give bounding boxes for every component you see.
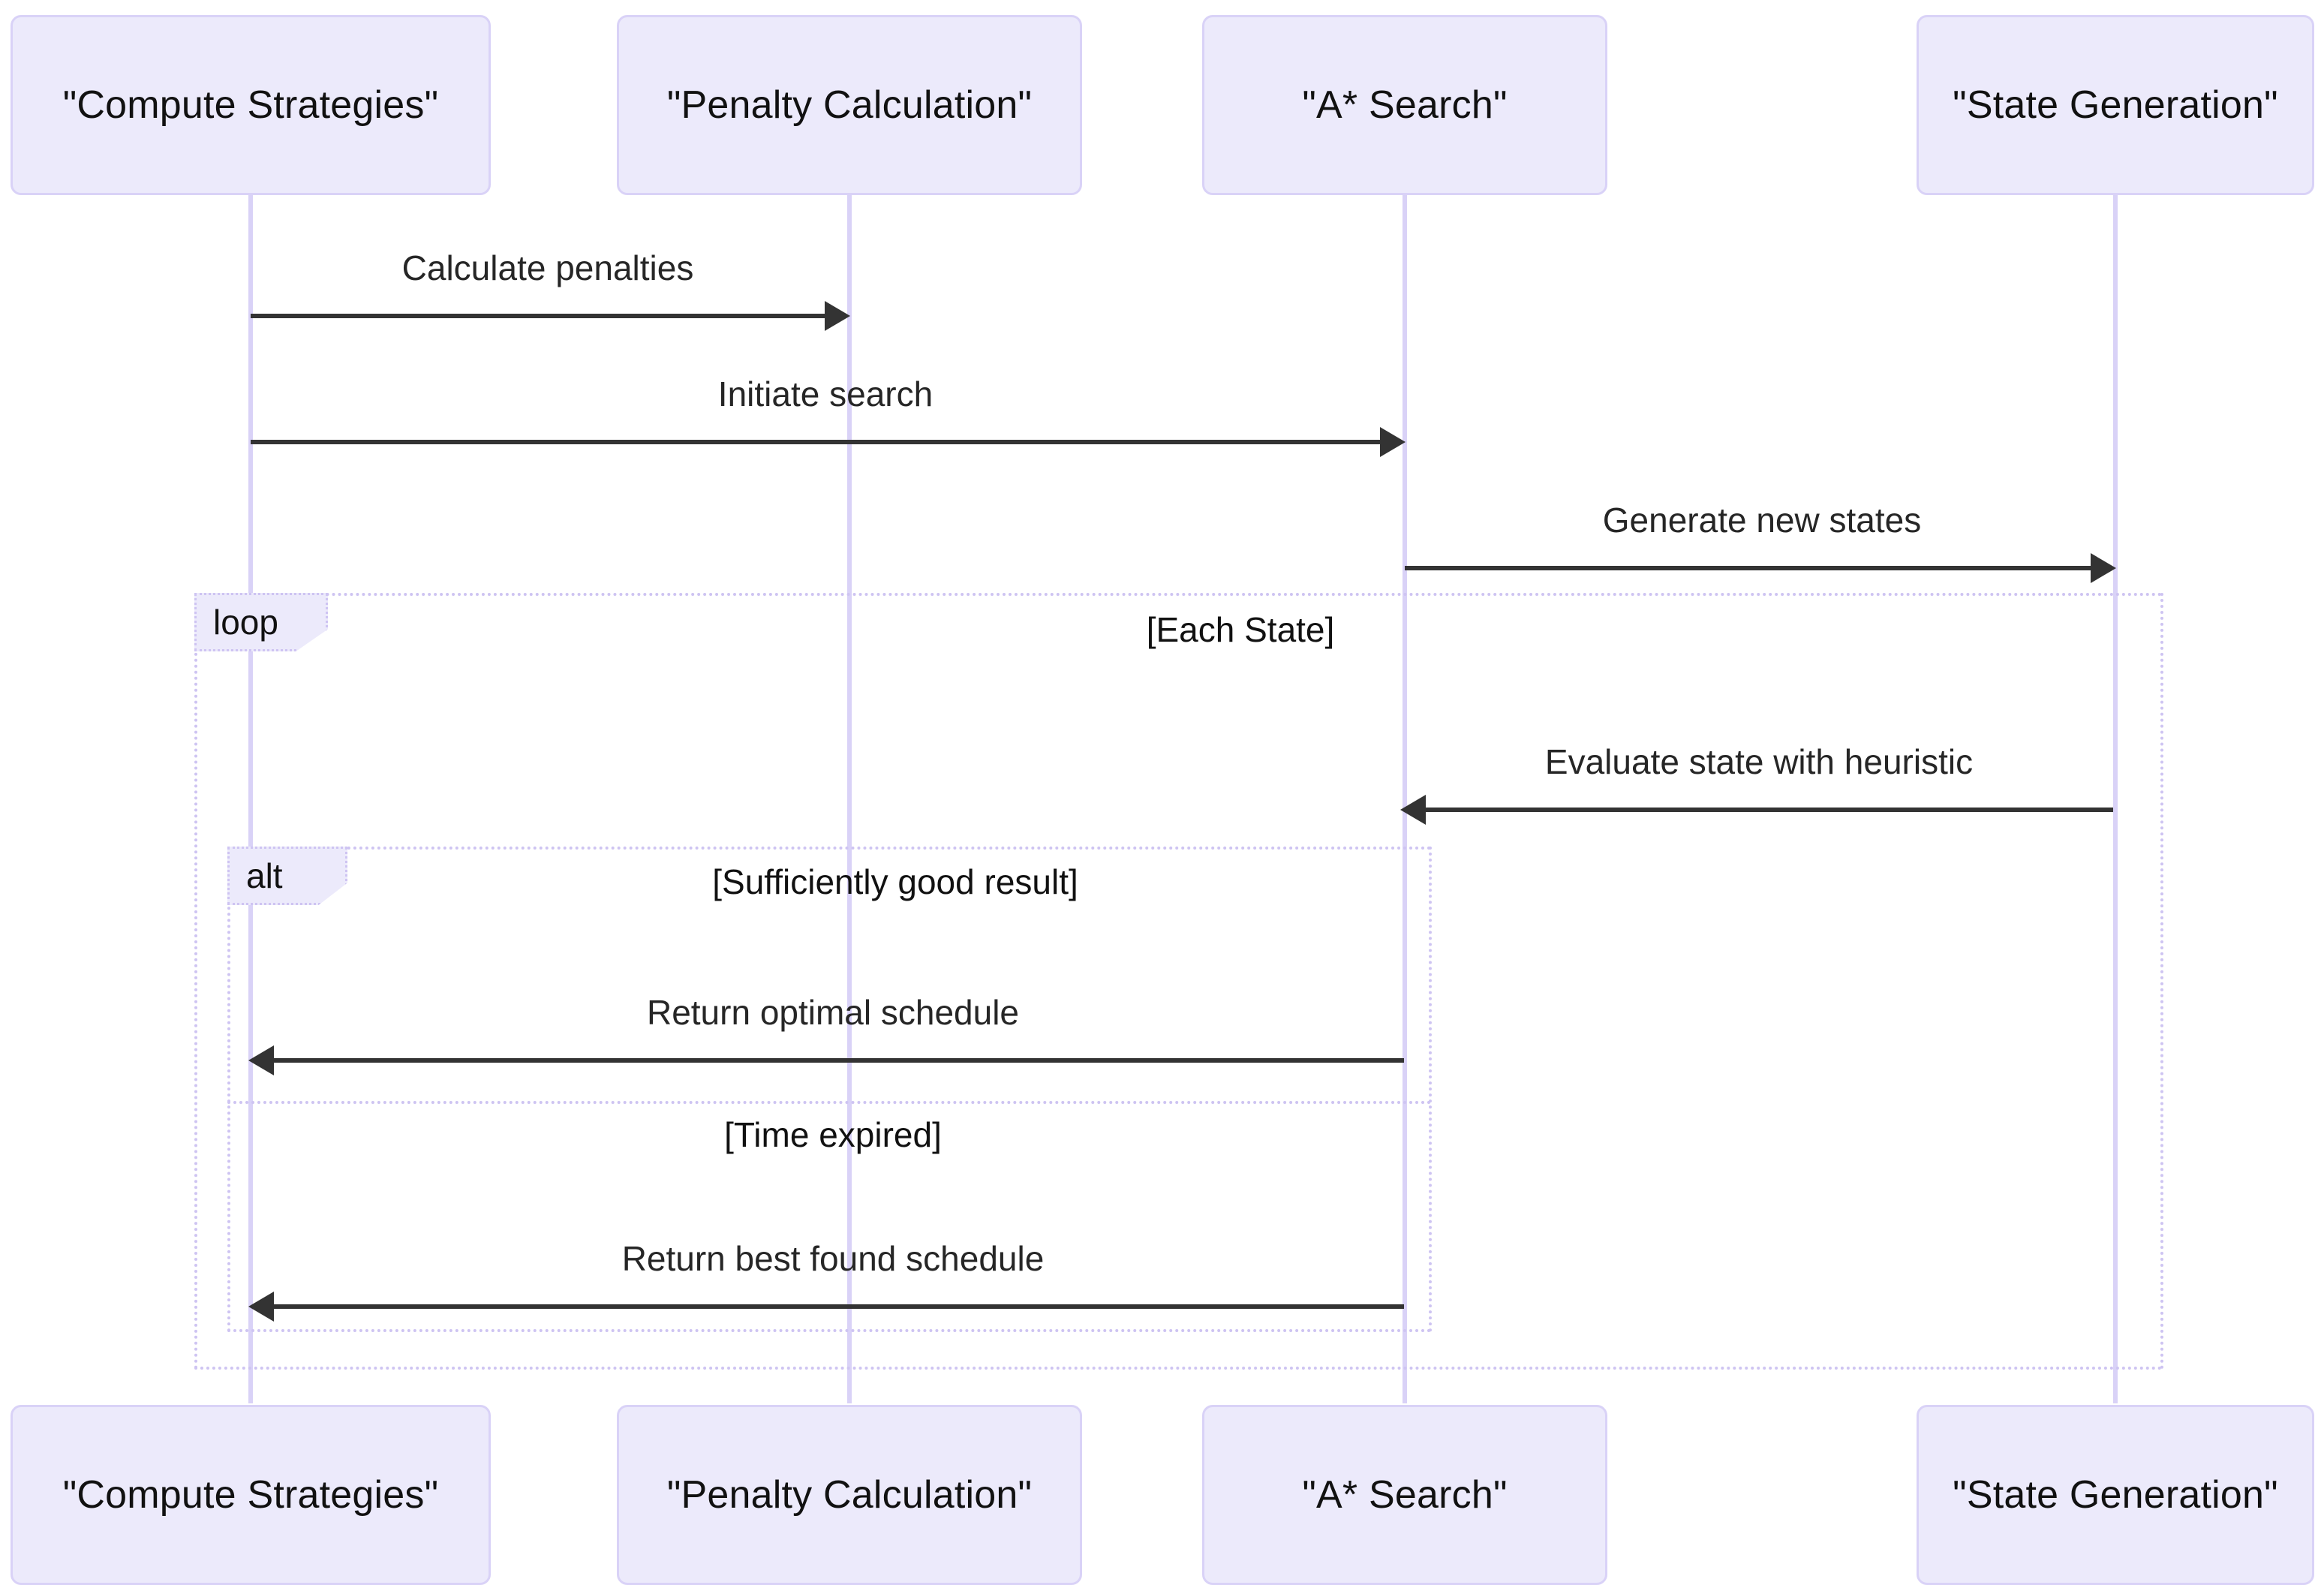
participant-label: "A* Search" — [1302, 1473, 1508, 1517]
fragment-condition-sufficiently-good-result: [Sufficiently good result] — [712, 862, 1078, 901]
lifeline-state-generation — [2113, 195, 2118, 1403]
fragment-condition-time-expired: [Time expired] — [724, 1115, 942, 1154]
participant-box-compute-strategies-bottom[interactable]: "Compute Strategies" — [11, 1405, 491, 1585]
lifeline-compute-strategies — [248, 195, 253, 1403]
fragment-tag-label: alt — [246, 856, 283, 895]
participant-box-penalty-calculation-bottom[interactable]: "Penalty Calculation" — [617, 1405, 1082, 1585]
message-label-evaluate-state-with-heuristic: Evaluate state with heuristic — [1544, 742, 1974, 781]
message-label-calculate-penalties: Calculate penalties — [401, 248, 694, 287]
message-arrowhead-initiate-search — [1380, 427, 1406, 457]
participant-box-state-generation-top[interactable]: "State Generation" — [1917, 15, 2314, 195]
message-line-evaluate-state-with-heuristic — [1426, 808, 2113, 812]
participant-box-compute-strategies-top[interactable]: "Compute Strategies" — [11, 15, 491, 195]
message-line-initiate-search — [251, 440, 1395, 444]
participant-label: "State Generation" — [1953, 83, 2278, 127]
fragment-loop-each-state — [194, 593, 2163, 1370]
fragment-alt-result — [227, 847, 1432, 1332]
message-label-generate-new-states: Generate new states — [1602, 501, 1922, 540]
message-arrowhead-calculate-penalties — [825, 301, 850, 331]
participant-box-penalty-calculation-top[interactable]: "Penalty Calculation" — [617, 15, 1082, 195]
message-label-initiate-search: Initiate search — [717, 374, 934, 414]
participant-label: "Compute Strategies" — [62, 1473, 439, 1517]
lifeline-penalty-calculation — [847, 195, 852, 1403]
message-line-generate-new-states — [1405, 566, 2106, 570]
fragment-condition-each-state: [Each State] — [1146, 610, 1335, 649]
fragment-alt-else-divider — [227, 1101, 1432, 1104]
fragment-tag-loop: loop — [194, 593, 328, 651]
message-arrowhead-evaluate-state-with-heuristic — [1400, 795, 1426, 825]
message-label-return-optimal-schedule: Return optimal schedule — [646, 993, 1020, 1032]
fragment-tag-alt: alt — [227, 847, 347, 905]
message-line-calculate-penalties — [251, 314, 840, 318]
fragment-tag-label: loop — [213, 603, 278, 642]
participant-label: "Penalty Calculation" — [666, 1473, 1033, 1517]
participant-label: "State Generation" — [1953, 1473, 2278, 1517]
message-line-return-best-found-schedule — [274, 1304, 1404, 1309]
participant-box-a-star-search-bottom[interactable]: "A* Search" — [1202, 1405, 1607, 1585]
participant-label: "A* Search" — [1302, 83, 1508, 127]
participant-box-a-star-search-top[interactable]: "A* Search" — [1202, 15, 1607, 195]
message-arrowhead-generate-new-states — [2091, 553, 2116, 583]
message-label-return-best-found-schedule: Return best found schedule — [621, 1239, 1045, 1278]
participant-label: "Penalty Calculation" — [666, 83, 1033, 127]
participant-box-state-generation-bottom[interactable]: "State Generation" — [1917, 1405, 2314, 1585]
message-arrowhead-return-optimal-schedule — [248, 1045, 274, 1075]
message-arrowhead-return-best-found-schedule — [248, 1292, 274, 1322]
message-line-return-optimal-schedule — [274, 1058, 1404, 1063]
participant-label: "Compute Strategies" — [62, 83, 439, 127]
